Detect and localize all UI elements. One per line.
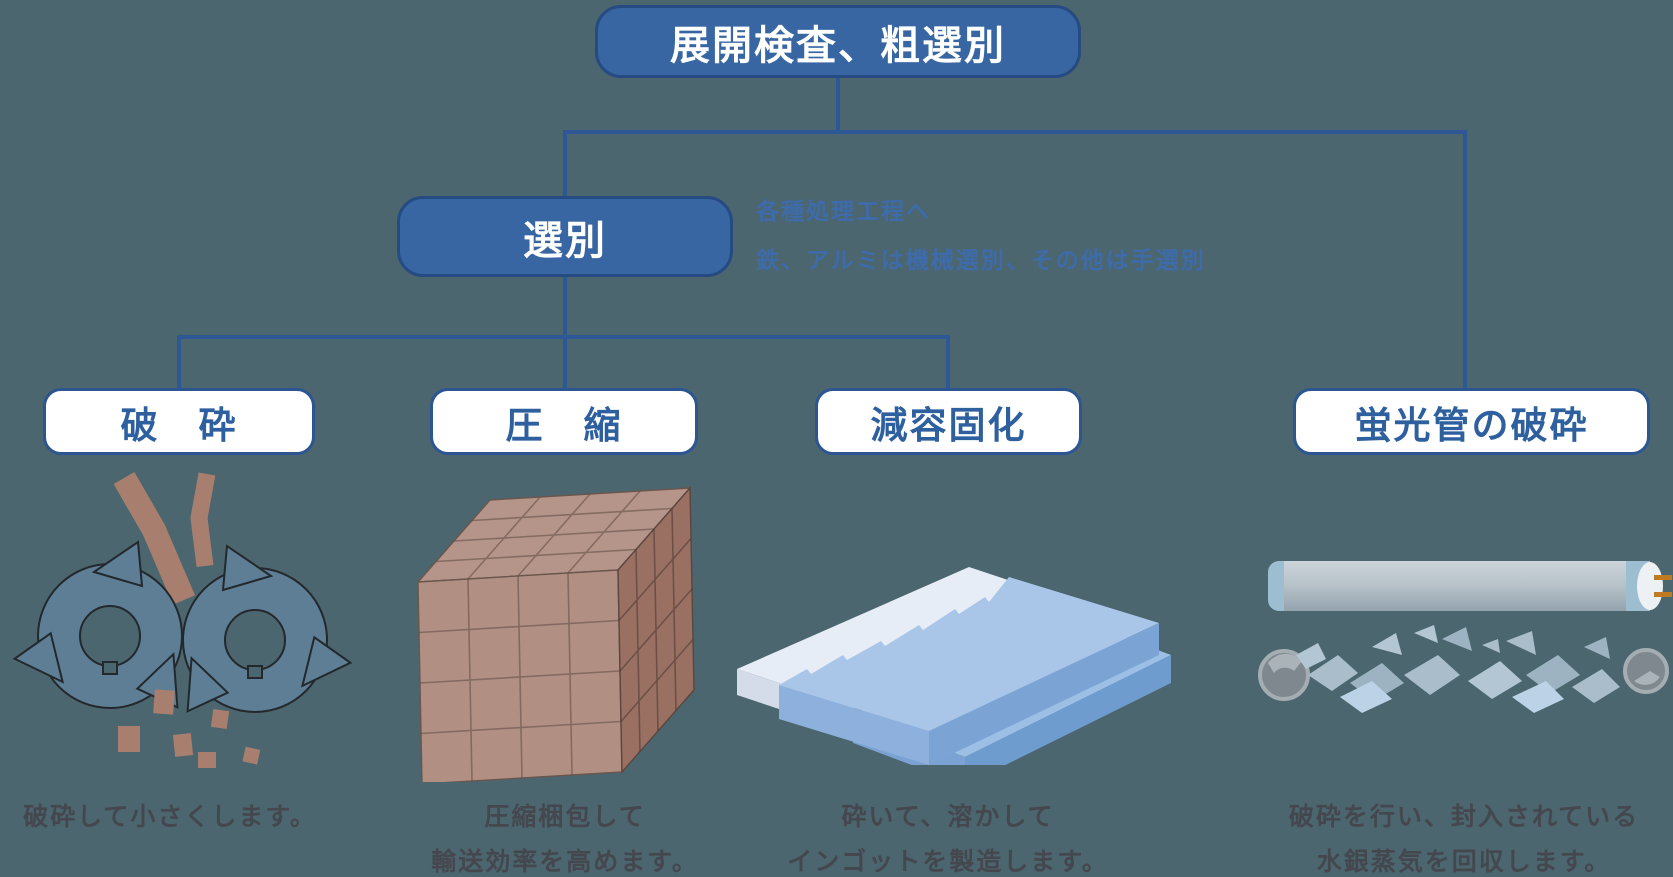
node-fluorescent-crushing: 蛍光管の破砕 — [1293, 388, 1650, 455]
caption-fluorescent: 破砕を行い、封入されている 水銀蒸気を回収します。 — [1240, 795, 1673, 877]
caption-fluorescent-line-2: 水銀蒸気を回収します。 — [1316, 848, 1612, 876]
caption-volume-reduction: 砕いて、溶かして インゴットを製造します。 — [718, 795, 1178, 877]
caption-volume-reduction-line-2: インゴットを製造します。 — [787, 848, 1109, 876]
node-volume-reduction-label: 減容固化 — [870, 404, 1027, 446]
annotation-line-2: 鉄、アルミは機械選別、その他は手選別 — [756, 247, 1206, 273]
node-sorting: 選別 — [397, 196, 733, 277]
shredder-blades-icon — [12, 472, 352, 768]
node-sorting-label: 選別 — [523, 218, 607, 263]
tube-end-cap-right — [1623, 648, 1669, 694]
node-unpack-inspection: 展開検査、粗選別 — [595, 5, 1081, 78]
ingots-icon — [737, 567, 1171, 765]
caption-compression-line-1: 圧縮梱包して — [484, 803, 646, 831]
connector-main-branch — [563, 130, 1467, 390]
caption-volume-reduction-line-1: 砕いて、溶かして — [841, 803, 1055, 831]
node-compression: 圧 縮 — [430, 388, 698, 455]
fluorescent-tube-icon — [1258, 561, 1672, 713]
caption-crushing: 破砕して小さくします。 — [0, 795, 340, 840]
node-crushing: 破 砕 — [43, 388, 315, 455]
shredder-rotor-right — [182, 544, 352, 713]
caption-compression-line-2: 輸送効率を高めます。 — [431, 848, 699, 876]
caption-fluorescent-line-1: 破砕を行い、封入されている — [1288, 803, 1640, 831]
compressed-bale-icon — [408, 462, 718, 782]
node-compression-label: 圧 縮 — [505, 404, 623, 446]
caption-compression: 圧縮梱包して 輸送効率を高めます。 — [335, 795, 795, 877]
annotation-line-1: 各種処理工程へ — [756, 198, 931, 224]
node-fluorescent-crushing-label: 蛍光管の破砕 — [1354, 404, 1589, 446]
node-crushing-label: 破 砕 — [120, 404, 238, 446]
caption-crushing-line-1: 破砕して小さくします。 — [23, 803, 317, 831]
node-unpack-inspection-label: 展開検査、粗選別 — [670, 23, 1006, 68]
node-volume-reduction: 減容固化 — [815, 388, 1082, 455]
